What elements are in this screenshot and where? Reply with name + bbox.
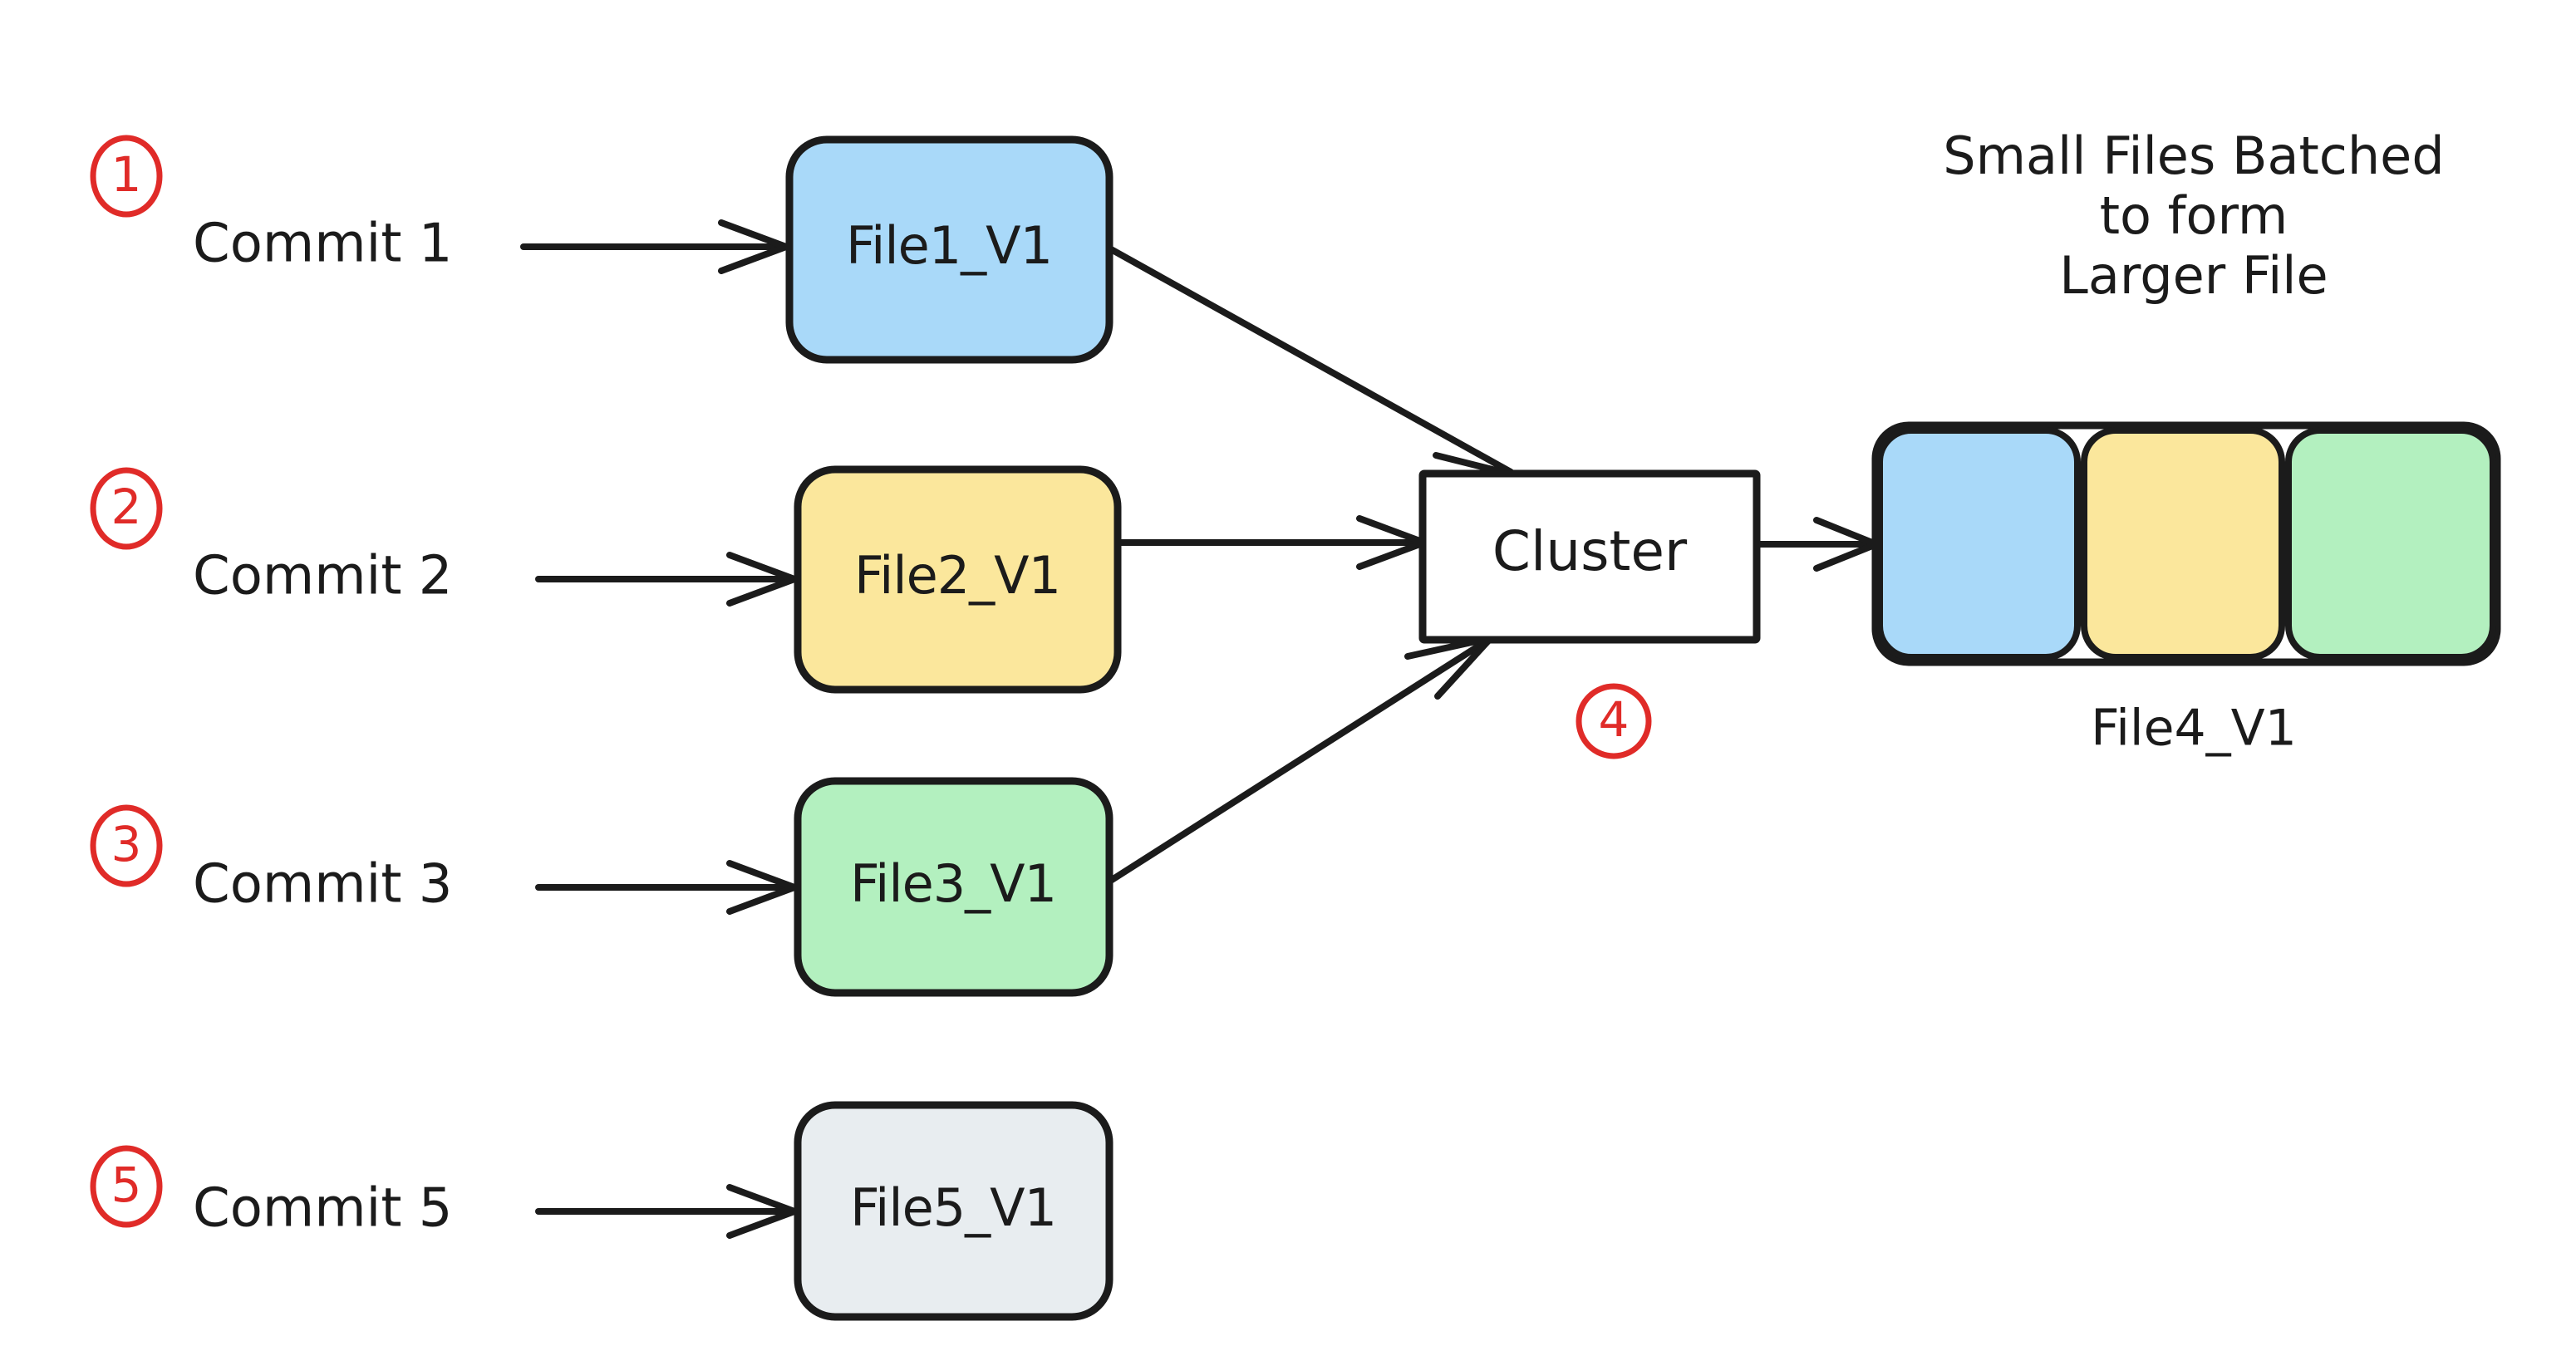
batched-file-caption: Small Files Batched to form Larger File: [1943, 125, 2444, 306]
node-file3-label: File3_V1: [850, 853, 1056, 914]
annotation-step-2: 2: [90, 467, 163, 550]
node-cluster[interactable]: Cluster: [1418, 469, 1761, 644]
commit-label-2: Commit 2: [193, 546, 452, 607]
annotation-step-2-number: 2: [111, 479, 142, 535]
annotation-step-1: 1: [90, 135, 163, 218]
edge-file3-to-cluster: [1099, 635, 1494, 889]
edge-commit5-to-file5: [535, 1184, 798, 1239]
caption-line-3: Larger File: [2059, 245, 2328, 306]
annotation-step-4: 4: [1576, 683, 1652, 759]
node-file2-label: File2_V1: [854, 545, 1060, 606]
node-file5-label: File5_V1: [850, 1177, 1056, 1238]
caption-line-2: to form: [2100, 185, 2288, 246]
node-file1-label: File1_V1: [846, 215, 1052, 276]
edge-commit3-to-file3: [535, 860, 798, 915]
batched-segment-blue: [1876, 427, 2081, 661]
edge-commit2-to-file2: [535, 552, 798, 607]
annotation-step-1-number: 1: [111, 146, 142, 203]
node-batched-file[interactable]: [1871, 421, 2501, 666]
edge-commit1-to-file1: [520, 219, 789, 274]
commit-label-1: Commit 1: [193, 214, 452, 275]
node-cluster-label: Cluster: [1492, 519, 1688, 583]
annotation-step-3-number: 3: [111, 816, 142, 872]
node-file3[interactable]: File3_V1: [794, 777, 1113, 997]
annotation-step-3: 3: [90, 804, 163, 887]
annotation-step-5-number: 5: [111, 1157, 142, 1213]
node-file5[interactable]: File5_V1: [794, 1101, 1113, 1321]
annotation-step-4-number: 4: [1599, 691, 1630, 748]
edge-cluster-to-file4: [1755, 517, 1880, 572]
batched-file-label: File4_V1: [2091, 700, 2297, 758]
annotation-step-5: 5: [90, 1145, 163, 1228]
caption-line-1: Small Files Batched: [1943, 125, 2444, 186]
commit-label-3: Commit 3: [193, 854, 452, 916]
node-file2[interactable]: File2_V1: [794, 465, 1122, 694]
batched-segment-green: [2285, 427, 2496, 661]
edge-file2-to-cluster: [1114, 515, 1428, 570]
node-file1[interactable]: File1_V1: [785, 135, 1113, 364]
commit-label-5: Commit 5: [193, 1178, 452, 1240]
batched-segment-yellow: [2081, 427, 2285, 661]
